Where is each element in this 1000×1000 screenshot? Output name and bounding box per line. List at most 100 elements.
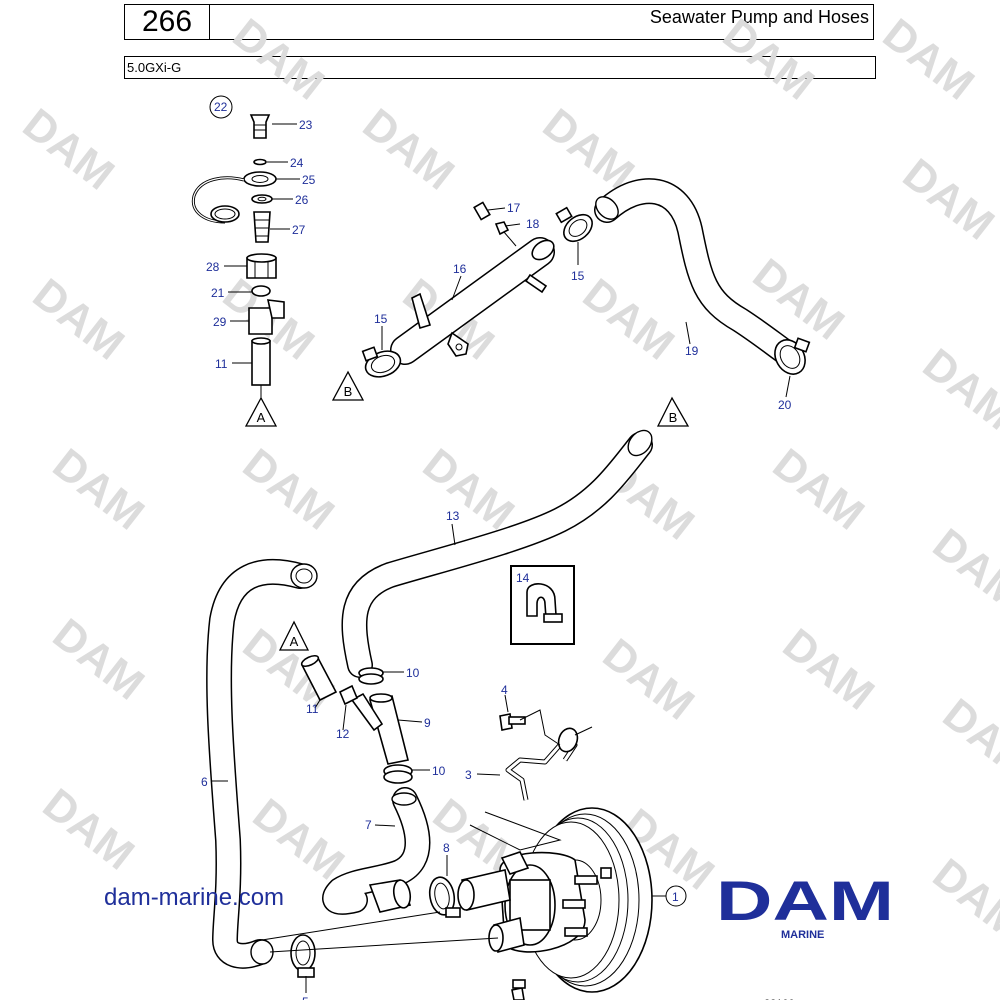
watermark: DAM [44, 609, 153, 709]
watermark: DAM [244, 789, 353, 889]
hose-11-top [251, 340, 271, 386]
hose-7-assembly [322, 787, 431, 915]
distribution-pipe-assembly [331, 201, 593, 401]
watermark: DAM [894, 149, 1000, 249]
website-link[interactable]: dam-marine.com [104, 884, 285, 911]
callout-3: 3 [465, 768, 472, 782]
ref-marker-b-right [656, 396, 690, 427]
ref-letter-b-right: B [669, 410, 678, 425]
callout-27: 27 [292, 223, 306, 237]
clamp-14 [526, 583, 557, 620]
callout-9: 9 [424, 716, 431, 730]
clamp-detail-box [510, 565, 575, 645]
callout-circle-22 [209, 95, 233, 119]
callout-10-bottom: 10 [432, 764, 446, 778]
figure-id: 22100 [764, 998, 795, 1000]
callout-6: 6 [201, 775, 208, 789]
callout-circle-1 [665, 885, 687, 907]
plug-part-23 [249, 114, 271, 139]
plug-17 [473, 201, 491, 221]
watermark: DAM [234, 439, 343, 539]
model-label: 5.0GXi-G [127, 60, 182, 75]
callout-20: 20 [778, 398, 792, 412]
watermark: DAM [594, 629, 703, 729]
y-fitting-assembly [278, 620, 430, 784]
callout-11-top: 11 [215, 357, 228, 371]
drain-plug-assembly [191, 95, 300, 427]
callout-26: 26 [295, 193, 309, 207]
callout-4: 4 [501, 683, 508, 697]
callout-16: 16 [453, 262, 467, 276]
callout-5: 5 [302, 995, 309, 1000]
logo-sub: MARINE [781, 929, 824, 941]
callout-29: 29 [213, 315, 227, 329]
seawater-pump-1 [457, 807, 666, 1000]
hose-clamp-15-left [361, 346, 402, 378]
hose-19-assembly [594, 178, 811, 398]
watermark: DAM [34, 779, 143, 879]
nipple-27 [253, 211, 271, 243]
watermark: DAM [924, 849, 1000, 949]
callout-23: 23 [299, 118, 313, 132]
ref-letter-a-top: A [257, 410, 266, 425]
callout-13: 13 [446, 509, 460, 523]
watermark: DAM [44, 439, 153, 539]
callout-14: 14 [516, 571, 530, 585]
coupling-12 [338, 684, 359, 706]
watermark: DAM [224, 9, 333, 109]
callout-25: 25 [302, 173, 316, 187]
watermark: DAM [354, 99, 463, 199]
callout-15-right: 15 [571, 269, 585, 283]
page-title: Seawater Pump and Hoses [649, 7, 869, 27]
watermark: DAM [24, 269, 133, 369]
ref-marker-a-top [244, 396, 278, 427]
watermark: DAM [414, 439, 523, 539]
ref-marker-a-lower [278, 620, 310, 651]
o-ring-24 [253, 158, 267, 166]
callout-11-lower: 11 [306, 702, 319, 716]
callout-21: 21 [211, 286, 225, 300]
ring-21 [251, 285, 271, 297]
hose-13-assembly [341, 396, 690, 678]
watermark: DAM [714, 9, 823, 109]
ref-marker-b-left [331, 370, 365, 401]
watermark: DAM [914, 339, 1000, 439]
callout-1: 1 [672, 890, 679, 904]
callout-24: 24 [290, 156, 304, 170]
callout-28: 28 [206, 260, 220, 274]
callout-labels: 22 23 24 25 26 27 28 21 29 11 17 18 16 1… [201, 100, 792, 1000]
page-number: 266 [125, 5, 210, 39]
watermark: DAM [14, 99, 123, 199]
ref-letter-a-lower: A [290, 634, 299, 649]
callout-15-left: 15 [374, 312, 388, 326]
hose-clamp-20 [774, 337, 811, 375]
bolt-4 [499, 713, 526, 731]
callout-18: 18 [526, 217, 540, 231]
model-box: 5.0GXi-G [124, 56, 876, 79]
callout-12: 12 [336, 727, 350, 741]
bracket-3-assembly [476, 694, 593, 801]
header-box: 266 Seawater Pump and Hoses [124, 4, 874, 40]
watermark: DAM [924, 519, 1000, 619]
watermark: DAM [774, 619, 883, 719]
hose-clamp-5 [290, 934, 316, 993]
callout-7: 7 [365, 818, 372, 832]
callout-17: 17 [507, 201, 521, 215]
fitting-18 [494, 221, 510, 236]
hose-clamp-8 [428, 855, 461, 918]
bracket-29 [248, 307, 273, 335]
watermark: DAM [574, 269, 683, 369]
watermark: DAM [874, 9, 983, 109]
callout-22: 22 [214, 100, 228, 114]
watermark: DAM [764, 439, 873, 539]
watermark: DAM [934, 689, 1000, 789]
ref-letter-b-left: B [344, 384, 353, 399]
dam-marine-logo: DAM MARINE [716, 869, 894, 941]
callout-19: 19 [685, 344, 699, 358]
pipe-16-end [531, 239, 555, 261]
callout-8: 8 [443, 841, 450, 855]
watermark-layer: DAM DAM DAM DAM DAM DAM DAM DAM DAM DAM … [14, 9, 1000, 949]
y-fitting-9 [368, 695, 409, 765]
logo-main: DAM [716, 869, 894, 932]
